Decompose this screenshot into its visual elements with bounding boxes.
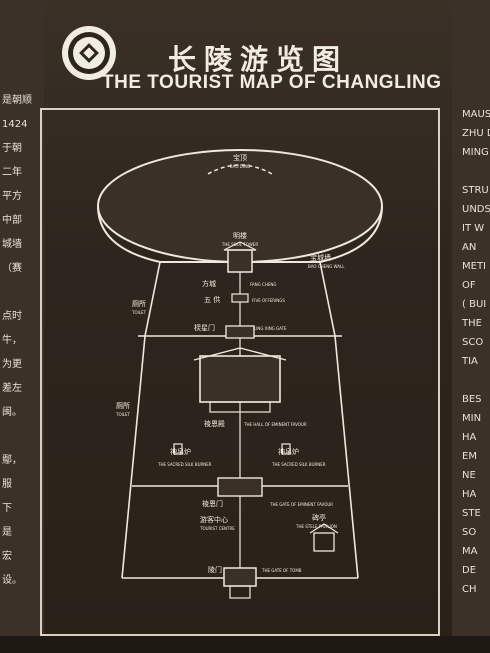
soul-tower-roof bbox=[223, 241, 257, 251]
gate-of-tomb bbox=[223, 567, 257, 587]
label-hall-cn: 祾恩殿 bbox=[204, 419, 225, 428]
five-offerings bbox=[231, 293, 249, 303]
label-toilet-2-cn: 厕所 bbox=[116, 401, 130, 410]
side-text-line: （赛 bbox=[2, 263, 22, 274]
label-stele-cn: 碑亭 bbox=[312, 513, 326, 522]
label-gate-favour-en: THE GATE OF EMINENT FAVOUR bbox=[269, 502, 333, 507]
side-text-line: 于朝 bbox=[2, 143, 22, 154]
side-text-line: 下 bbox=[2, 503, 12, 514]
label-gate-tomb-cn: 陵门 bbox=[208, 565, 222, 574]
side-text-line: OF bbox=[462, 280, 476, 291]
side-text-line: MIN bbox=[462, 413, 482, 424]
side-text-line: SCO bbox=[462, 337, 484, 348]
side-text-line: ZHU D bbox=[462, 128, 490, 139]
side-text-line: 为更 bbox=[2, 359, 22, 370]
side-text-line: 宏 bbox=[2, 551, 12, 562]
side-text-line: 是 bbox=[2, 527, 12, 538]
side-text-line: MAUSO bbox=[462, 109, 490, 120]
label-bao-cheng-cn: 宝城墙 bbox=[310, 253, 331, 262]
label-bao-ding-cn: 宝顶 bbox=[233, 153, 247, 162]
side-text-line: 牛， bbox=[2, 335, 22, 346]
hall-of-eminent-favour bbox=[199, 355, 281, 403]
label-gate-tomb-en: THE GATE OF TOMB bbox=[261, 568, 302, 573]
title-english: THE TOURIST MAP OF CHANGLING bbox=[102, 72, 442, 93]
gate-of-eminent-favour bbox=[217, 477, 263, 497]
silk-burner-left bbox=[173, 443, 183, 455]
title-chinese: 长陵游览图 bbox=[168, 43, 349, 76]
label-burner-right-cn: 神帛炉 bbox=[278, 447, 299, 456]
side-text-line: 设。 bbox=[2, 575, 22, 586]
side-text-line: ( BUI bbox=[462, 299, 487, 310]
side-text-line: STE bbox=[462, 508, 481, 519]
label-ling-xing-en: LING XING GATE bbox=[254, 326, 287, 331]
label-tourist-centre-cn: 游客中心 bbox=[200, 515, 228, 524]
side-text-line: 城墙 bbox=[2, 239, 22, 250]
side-text-line: SO bbox=[462, 527, 477, 538]
label-toilet-1-en: TOILET bbox=[131, 310, 147, 315]
side-text-line: TIA bbox=[462, 356, 478, 367]
label-burner-left-cn: 神帛炉 bbox=[170, 447, 191, 456]
side-text-line: METI bbox=[462, 261, 487, 272]
right-text-panel: MAUSO ZHU D MING STRU UNDS IT W AN METI OF ( BUI T… bbox=[452, 0, 490, 653]
label-ling-xing-cn: 棂星门 bbox=[194, 323, 215, 332]
map-frame bbox=[40, 108, 440, 636]
side-text-line: 服 bbox=[2, 479, 12, 490]
label-soul-tower-cn: 明楼 bbox=[233, 231, 247, 240]
label-toilet-2-en: TOILET bbox=[115, 412, 131, 417]
label-fang-cheng-cn: 方城 bbox=[202, 279, 216, 288]
side-text-line: UNDS bbox=[462, 204, 490, 215]
label-hall-en: THE HALL OF EMINENT FAVOUR bbox=[243, 422, 307, 427]
side-text-line: 点时 bbox=[2, 311, 22, 322]
side-text-line: CH bbox=[462, 584, 477, 595]
label-toilet-1-cn: 厕所 bbox=[132, 299, 146, 308]
side-text-line: MA bbox=[462, 546, 478, 557]
ling-xing-gate bbox=[225, 325, 255, 339]
label-stele-en: THE STELE PAVILION bbox=[295, 524, 337, 529]
label-bao-cheng-en: BAO CHENG WALL bbox=[308, 264, 345, 269]
label-gate-favour-cn: 祾恩门 bbox=[202, 499, 223, 508]
hall-platform bbox=[209, 401, 271, 413]
label-soul-tower-en: THE SOUL TOWER bbox=[221, 242, 258, 247]
side-text-line: BES bbox=[462, 394, 482, 405]
side-text-line: HA bbox=[462, 432, 477, 443]
side-text-line: 二年 bbox=[2, 167, 22, 178]
header: 长陵游览图 THE TOURIST MAP OF CHANGLING bbox=[46, 10, 450, 106]
side-text-line: DE bbox=[462, 565, 477, 576]
side-text-line: THE bbox=[462, 318, 482, 329]
side-text-line: 闽。 bbox=[2, 407, 22, 418]
silk-burner-right bbox=[281, 443, 291, 455]
label-five-offerings-en: FIVE OFFERINGS bbox=[252, 298, 285, 303]
side-text-line: NE bbox=[462, 470, 476, 481]
side-text-line: 1424 bbox=[2, 119, 28, 130]
side-text-line: 差左 bbox=[2, 383, 22, 394]
side-text-line: EM bbox=[462, 451, 477, 462]
side-text-line: 鄢， bbox=[2, 455, 22, 466]
side-text-line: 中部 bbox=[2, 215, 22, 226]
outer-wall-right bbox=[319, 261, 359, 579]
stele-pavilion bbox=[313, 532, 335, 552]
label-tourist-centre-en: TOURIST CENTRE bbox=[199, 526, 235, 531]
floor-shadow bbox=[0, 636, 490, 653]
left-text-panel: 是朝顺 1424 于朝二年平方中部城墙 （赛点时牛， 为更差左闽。鄢， 服下是宏设。 bbox=[0, 0, 44, 653]
side-text-line: HA bbox=[462, 489, 477, 500]
label-burner-right-en: THE SACRED SILK BURNER bbox=[271, 462, 326, 467]
label-fang-cheng-en: FANG CHENG bbox=[250, 282, 276, 287]
gate-steps bbox=[229, 585, 251, 599]
side-text-line: 平方 bbox=[2, 191, 22, 202]
side-text-line: 是朝顺 bbox=[2, 95, 32, 106]
label-bao-ding-en: BAO DING bbox=[230, 164, 250, 169]
hall-roof bbox=[193, 347, 287, 361]
label-five-offerings-cn: 五 供 bbox=[204, 295, 220, 304]
side-text-line: IT W bbox=[462, 223, 485, 234]
stele-roof bbox=[309, 523, 339, 534]
side-text-line: AN bbox=[462, 242, 477, 253]
side-text-line: STRU bbox=[462, 185, 489, 196]
tomb-site-map: 宝顶 BAO DING 明楼 THE SOUL TOWER 宝城墙 BAO CH… bbox=[97, 149, 383, 599]
soul-tower bbox=[227, 249, 253, 273]
logo-emblem-icon bbox=[62, 26, 116, 80]
label-burner-left-en: THE SACRED SILK BURNER bbox=[157, 462, 212, 467]
side-text-line: MING bbox=[462, 147, 489, 158]
